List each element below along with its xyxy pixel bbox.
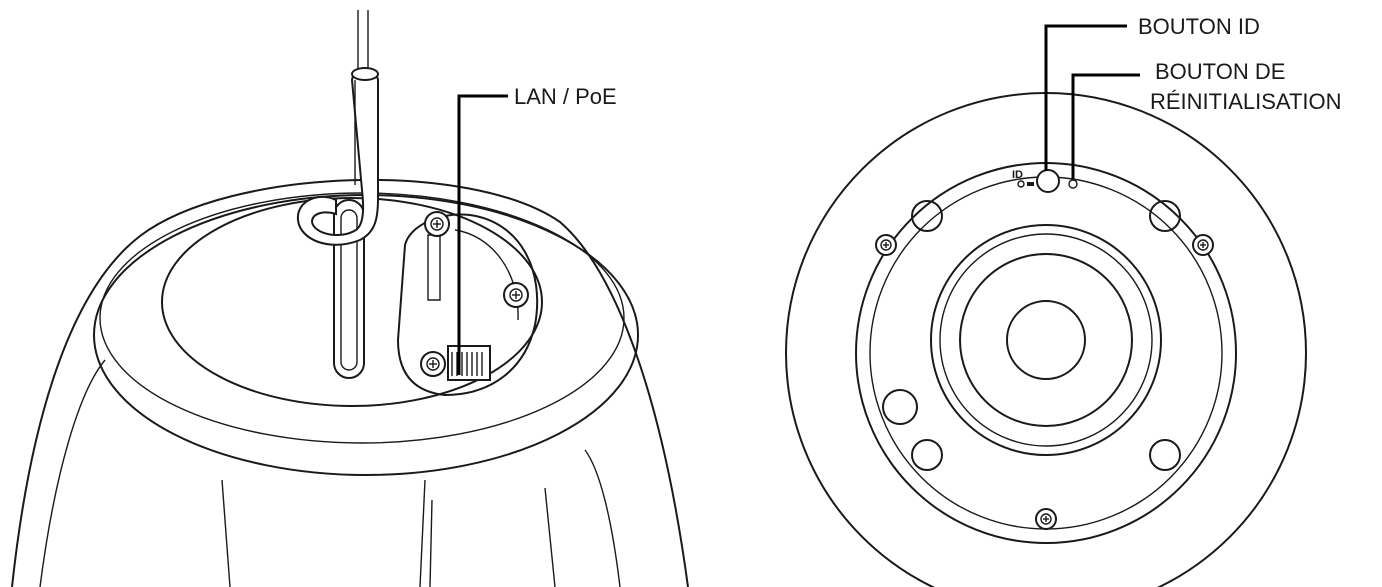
id-button[interactable]: [1036, 169, 1060, 193]
rj45-jack: [447, 345, 491, 381]
screw-icon: [424, 211, 450, 237]
reset-button-label-line2: RÉINITIALISATION: [1150, 89, 1342, 114]
hanging-hook: [296, 71, 380, 246]
reset-button-leader: [1071, 73, 1140, 179]
top-cover-recess: [161, 197, 543, 407]
speaker-cone: [930, 224, 1162, 456]
connector-recess: [396, 213, 539, 397]
reset-button[interactable]: [1068, 179, 1078, 189]
lan-poe-leader: [457, 94, 508, 375]
screw-icon: [875, 234, 897, 256]
reset-button-label-line1: BOUTON DE: [1155, 59, 1285, 84]
id-button-label: BOUTON ID: [1138, 14, 1260, 39]
screw-icon: [420, 351, 446, 377]
screw-icon: [1192, 234, 1214, 256]
lan-poe-label: LAN / PoE: [514, 84, 617, 109]
speaker-top-view: LAN / PoE: [11, 10, 689, 587]
speaker-front-view: ID BOUTON ID BOUTON DE RÉINITIALISATION: [785, 14, 1342, 587]
screw-icon: [1035, 508, 1057, 530]
led-indicator: [1017, 180, 1025, 188]
dust-cap: [1006, 300, 1086, 380]
id-button-leader: [1044, 24, 1127, 171]
screw-icon: [503, 282, 529, 308]
id-panel-mark: ID: [1012, 169, 1023, 181]
